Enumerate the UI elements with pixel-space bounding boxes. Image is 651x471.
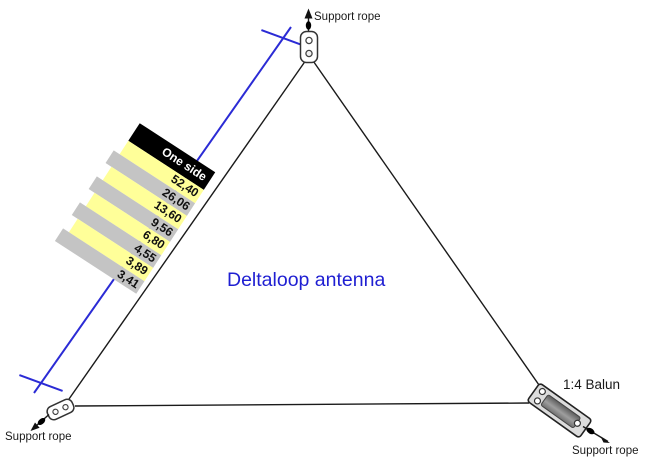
- balun-assembly: [527, 383, 610, 443]
- support-rope-label-top: Support rope: [314, 11, 381, 23]
- insulator-icon-top: [299, 30, 319, 64]
- wire-right-side: [312, 61, 540, 386]
- diagram-title: Deltaloop antenna: [227, 269, 386, 291]
- insulator-hole: [305, 36, 313, 45]
- dimension-tick-top: [261, 29, 305, 47]
- insulator-icon-bottom-left: [46, 398, 75, 421]
- balun-terminal: [573, 419, 582, 427]
- insulator-hole: [305, 49, 313, 58]
- arrow-up-icon: [304, 8, 313, 19]
- insulator-hole: [52, 408, 59, 416]
- rope-knot-dot: [586, 427, 595, 435]
- rope-knot-dot: [305, 21, 312, 30]
- support-rope-label-bottom-right: Support rope: [572, 445, 639, 457]
- dimension-tick-bottom: [19, 374, 63, 392]
- arrow-down-right-icon: [600, 436, 610, 443]
- balun-label: 1:4 Balun: [563, 377, 621, 392]
- insulator-hole: [62, 403, 69, 411]
- wire-left-side: [68, 61, 306, 400]
- arrow-down-left-icon: [30, 422, 40, 431]
- antenna-loop-wire: [68, 61, 540, 407]
- bottom-left-support-assembly: [30, 398, 75, 431]
- support-rope-label-bottom-left: Support rope: [5, 431, 72, 443]
- rope-knot-dot: [37, 417, 46, 426]
- balun-terminal: [533, 397, 542, 405]
- balun-terminal: [538, 387, 546, 396]
- wire-bottom-side: [74, 402, 530, 407]
- top-support-assembly: [299, 8, 319, 64]
